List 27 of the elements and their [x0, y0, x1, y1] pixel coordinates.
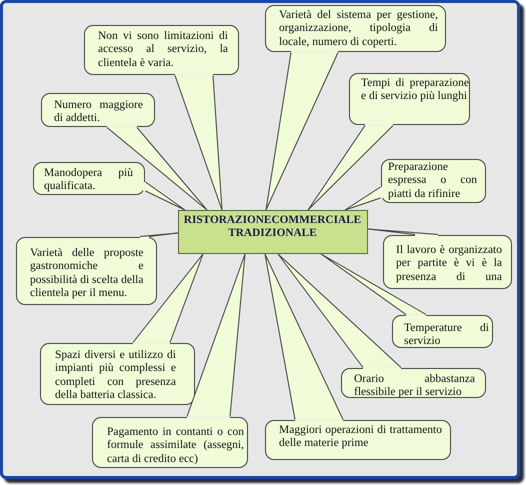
- callout-text: Varietà del sistema per gestione, organizzazione, tipologia di locale, numero di coperti.: [279, 9, 438, 49]
- callout-bubble: [265, 5, 446, 52]
- callout-text: Spazi diversi e utilizzo di impianti più complessi e completi con presenza della batteria classica.: [55, 349, 176, 402]
- callout-text: Preparazione espressa o con piatti da rifinire: [388, 161, 477, 201]
- callout-bubble: [40, 343, 195, 405]
- callout-bubble: [341, 368, 486, 398]
- callout-bubble: [392, 315, 493, 348]
- callout-text: Il lavoro è organizzato per partite è vi è la presenza di una: [396, 244, 502, 284]
- callout-text: Numero maggiore di addetti.: [54, 99, 143, 126]
- callout-bubble: [381, 159, 486, 203]
- callout-bubble: [92, 417, 248, 468]
- callout-text: Temperature di servizio: [404, 322, 489, 349]
- callout-bubble: [84, 25, 239, 75]
- callout-text: Manodopera più qualificata.: [44, 167, 133, 194]
- callout-bubble: [16, 237, 157, 305]
- callout-text: Non vi sono limitazioni di accesso al servizio, la clientela è varia.: [98, 30, 228, 70]
- callout-text: Maggiori operazioni di trattamento delle materie prime: [279, 424, 442, 451]
- topic-title: RISTORAZIONECOMMERCIALE TRADIZIONALE: [182, 214, 362, 240]
- topic-box: [178, 210, 368, 254]
- callout-bubble: [33, 162, 145, 195]
- callout-text: Pagamento in contanti o con formule assimilate (assegni, carta di credito ecc): [107, 426, 244, 466]
- callout-bubble: [265, 420, 451, 460]
- callout-text: Varietà delle proposte gastronomiche e possibilità di scelta della clientela per il menu.: [30, 247, 144, 300]
- callout-text: Tempi di preparazione e di servizio più lunghi: [361, 77, 469, 104]
- callout-bubble: [349, 73, 470, 125]
- callout-text: Orario abbastanza flessibile per il servizio: [354, 373, 475, 400]
- callout-bubble: [41, 93, 155, 127]
